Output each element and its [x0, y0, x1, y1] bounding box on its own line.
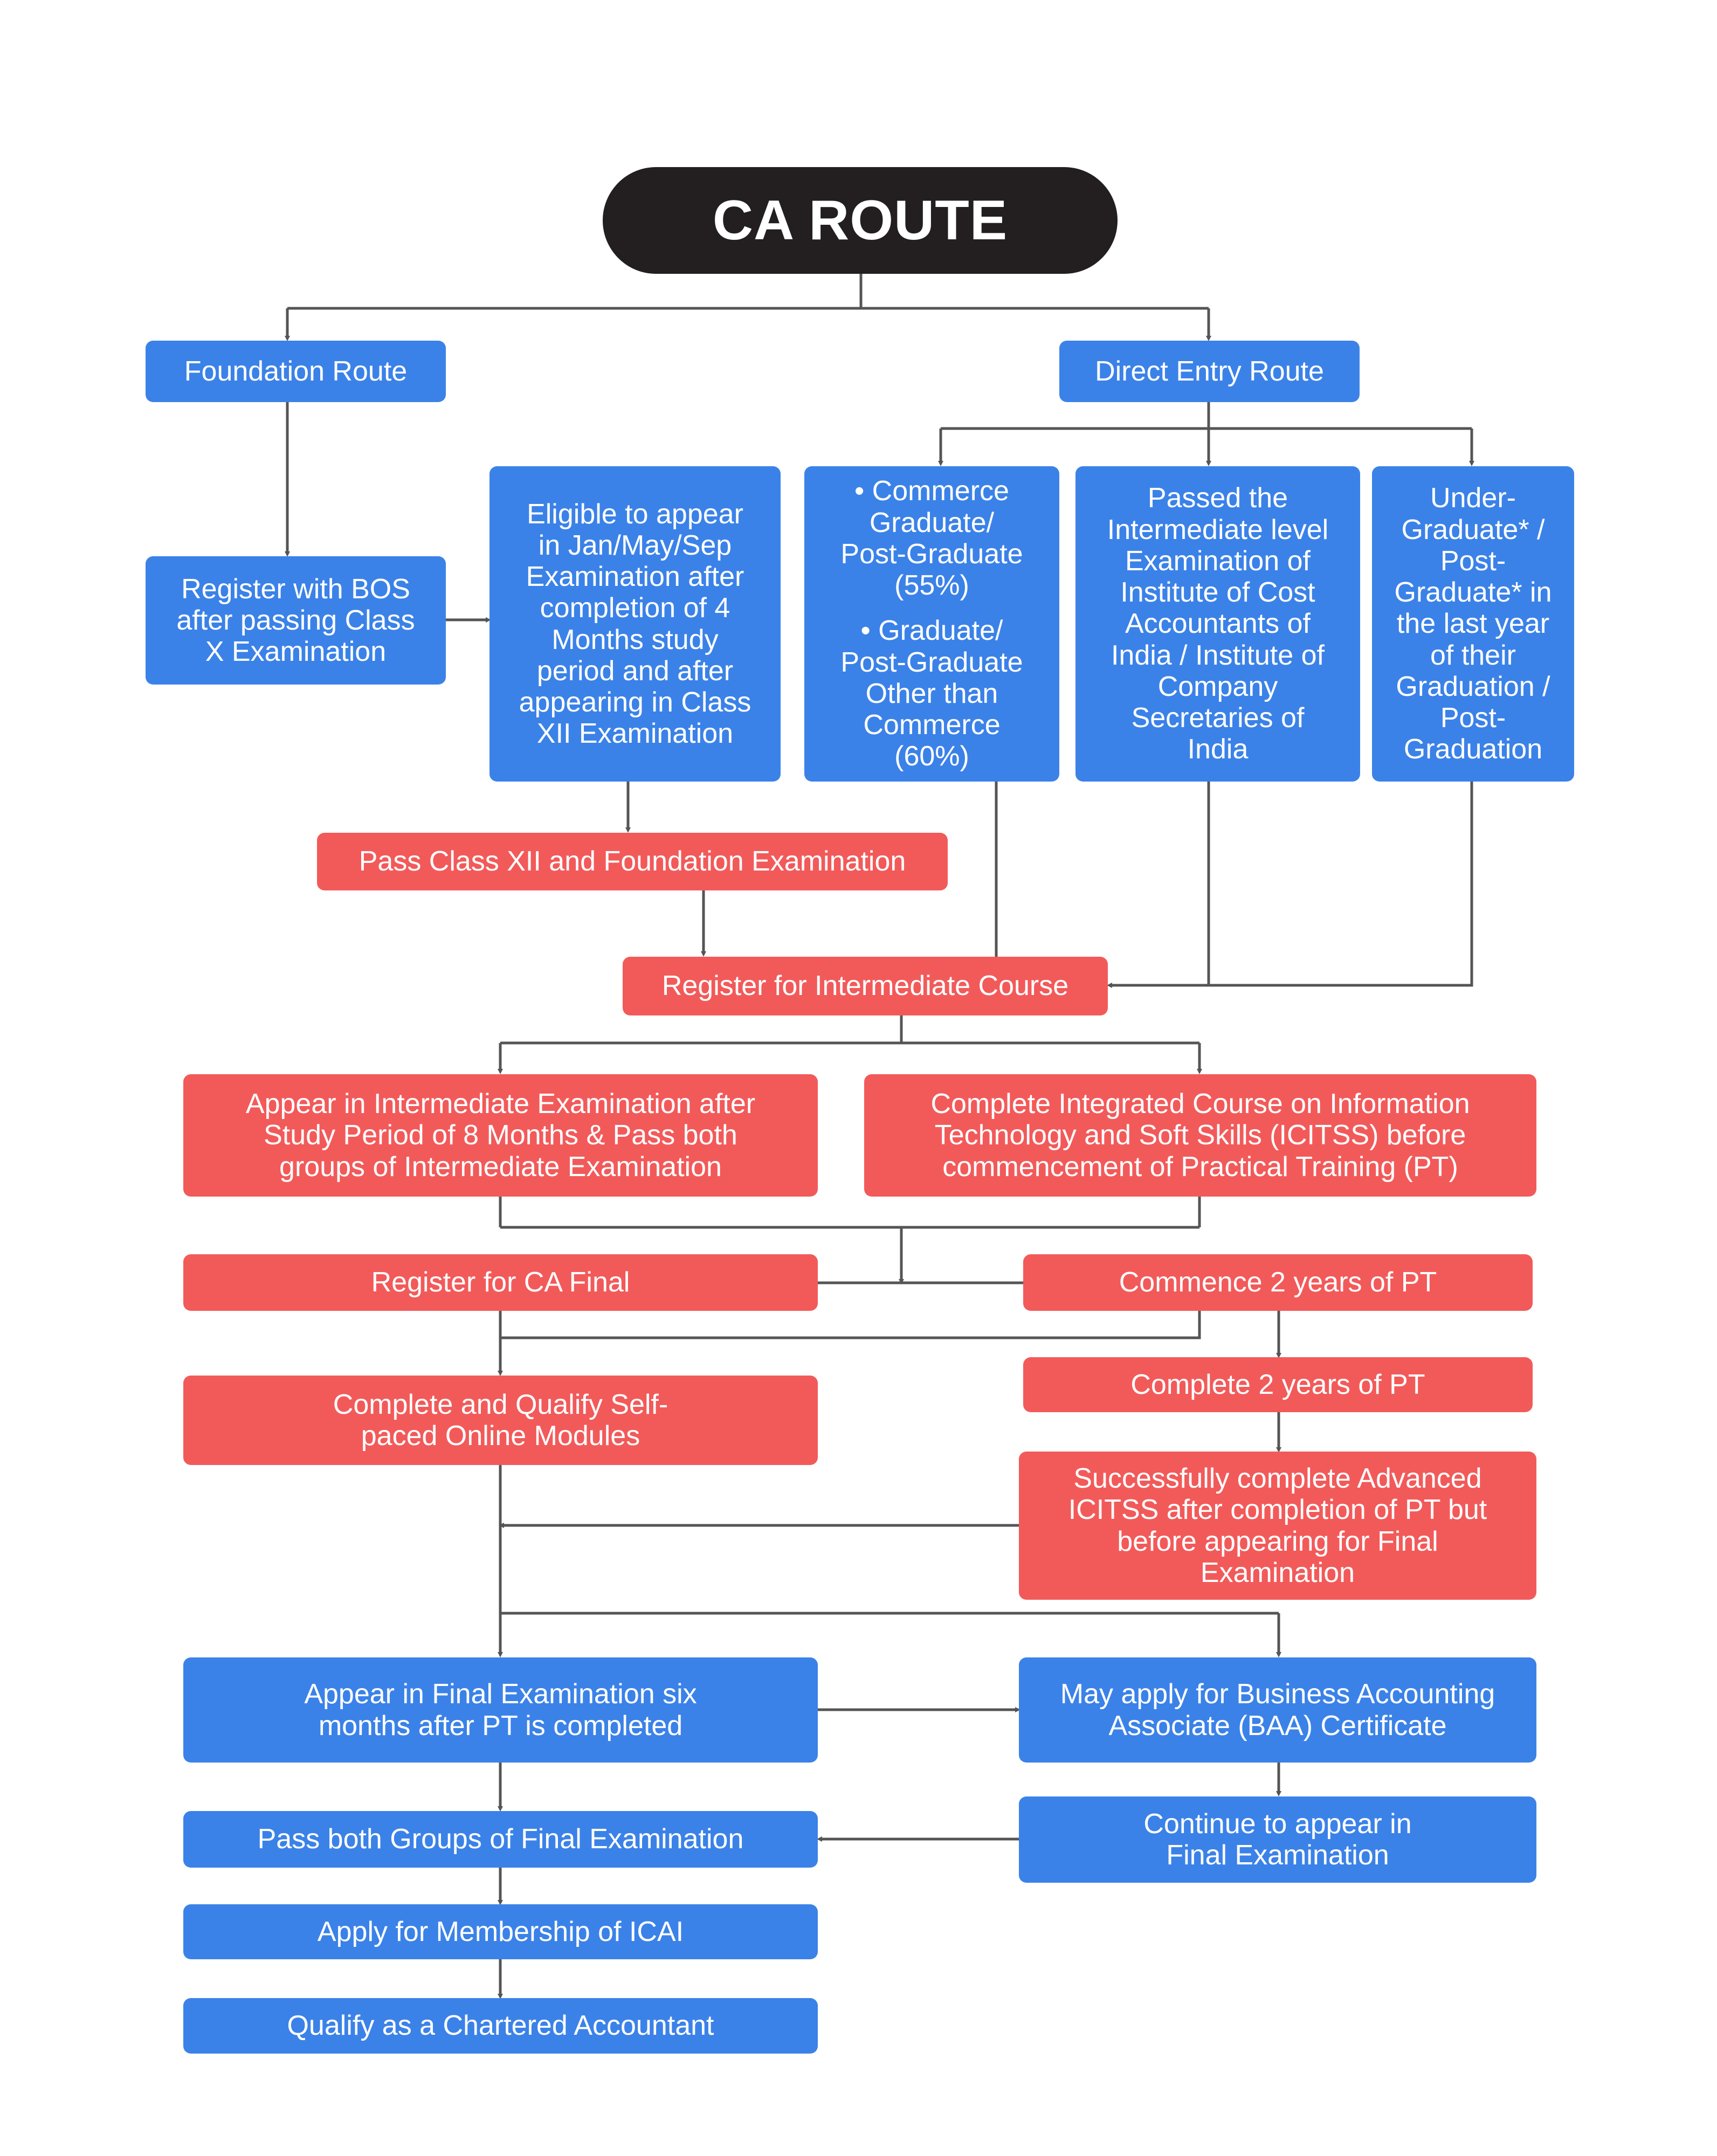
- register-intermediate-label: Register for Intermediate Course: [661, 970, 1069, 1002]
- pass-xii-foundation-label: Pass Class XII and Foundation Examinatio…: [358, 846, 906, 877]
- direct-entry-route-box: Direct Entry Route: [1059, 341, 1360, 402]
- pass-final-label: Pass both Groups of Final Examination: [257, 1823, 744, 1855]
- appear-intermediate-box: Appear in Intermediate Examination after…: [183, 1074, 818, 1197]
- intermediate-passed-label: Passed the Intermediate level Examinatio…: [1107, 482, 1329, 765]
- page-title-label: CA ROUTE: [712, 189, 1008, 252]
- baa-box: May apply for Business Accounting Associ…: [1019, 1657, 1536, 1763]
- appear-intermediate-label: Appear in Intermediate Examination after…: [245, 1088, 756, 1183]
- pass-final-box: Pass both Groups of Final Examination: [183, 1811, 818, 1868]
- register-final-box: Register for CA Final: [183, 1254, 818, 1311]
- connector-undergraduate-down: [1107, 782, 1473, 988]
- register-bos-label: Register with BOS after passing Class X …: [176, 573, 415, 668]
- eligible-box: Eligible to appear in Jan/May/Sep Examin…: [489, 466, 781, 782]
- complete-pt-label: Complete 2 years of PT: [1130, 1369, 1425, 1400]
- register-intermediate-box: Register for Intermediate Course: [623, 957, 1108, 1015]
- foundation-route-label: Foundation Route: [184, 355, 408, 387]
- commerce-graduate-label: • Commerce Graduate/ Post-Graduate (55%): [840, 475, 1023, 602]
- icitss-label: Complete Integrated Course on Informatio…: [930, 1088, 1470, 1183]
- register-bos-box: Register with BOS after passing Class X …: [146, 556, 446, 685]
- icitss-box: Complete Integrated Course on Informatio…: [864, 1074, 1536, 1197]
- qualify-box: Qualify as a Chartered Accountant: [183, 1998, 818, 2054]
- qualify-label: Qualify as a Chartered Accountant: [287, 2010, 714, 2042]
- undergraduate-box: Under- Graduate* / Post- Graduate* in th…: [1372, 466, 1574, 782]
- commence-pt-label: Commence 2 years of PT: [1119, 1267, 1437, 1298]
- pass-xii-foundation-box: Pass Class XII and Foundation Examinatio…: [317, 833, 948, 890]
- intermediate-passed-box: Passed the Intermediate level Examinatio…: [1075, 466, 1360, 782]
- connector-commence-pt-left: [500, 1311, 1201, 1339]
- advanced-icitss-box: Successfully complete Advanced ICITSS af…: [1019, 1452, 1536, 1600]
- membership-label: Apply for Membership of ICAI: [317, 1916, 684, 1947]
- continue-final-label: Continue to appear in Final Examination: [1143, 1808, 1412, 1871]
- foundation-route-box: Foundation Route: [146, 341, 446, 402]
- eligible-label: Eligible to appear in Jan/May/Sep Examin…: [519, 498, 751, 750]
- self-paced-box: Complete and Qualify Self- paced Online …: [183, 1376, 818, 1465]
- commence-pt-box: Commence 2 years of PT: [1023, 1254, 1533, 1311]
- commerce-graduate-box: • Commerce Graduate/ Post-Graduate (55%)…: [804, 466, 1059, 782]
- baa-label: May apply for Business Accounting Associ…: [1060, 1678, 1495, 1742]
- register-final-label: Register for CA Final: [371, 1267, 630, 1298]
- self-paced-label: Complete and Qualify Self- paced Online …: [333, 1388, 668, 1452]
- other-graduate-label: • Graduate/ Post-Graduate Other than Com…: [840, 615, 1023, 772]
- complete-pt-box: Complete 2 years of PT: [1023, 1357, 1533, 1412]
- page-title: CA ROUTE: [603, 167, 1118, 274]
- appear-final-box: Appear in Final Examination six months a…: [183, 1657, 818, 1763]
- direct-entry-route-label: Direct Entry Route: [1095, 355, 1324, 387]
- continue-final-box: Continue to appear in Final Examination: [1019, 1796, 1536, 1883]
- appear-final-label: Appear in Final Examination six months a…: [304, 1678, 697, 1742]
- advanced-icitss-label: Successfully complete Advanced ICITSS af…: [1068, 1463, 1487, 1588]
- membership-box: Apply for Membership of ICAI: [183, 1904, 818, 1959]
- undergraduate-label: Under- Graduate* / Post- Graduate* in th…: [1394, 482, 1552, 765]
